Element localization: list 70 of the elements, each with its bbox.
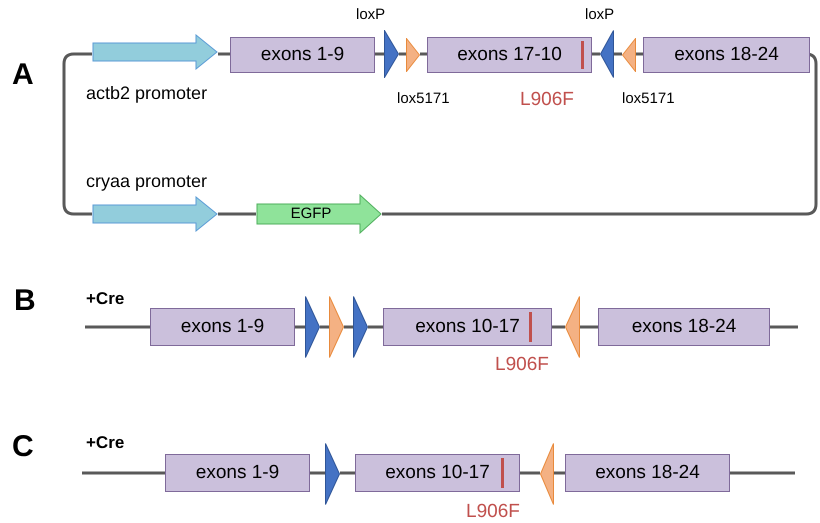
mutation-label: L906F [495,353,549,377]
exon-box [165,454,310,492]
exon-box [427,37,592,73]
dna-line [399,52,406,56]
lox5171-triangle [406,38,420,72]
dna-line [218,52,230,56]
dna-line [218,212,256,216]
feature-label: cryaa promoter [86,170,208,193]
gene-arrow [256,194,382,234]
dna-line [636,52,643,56]
dna-line [295,326,305,328]
lox5171-triangle [329,296,344,358]
exon-box [355,454,520,492]
feature-label: lox5171 [622,89,675,109]
dna-line [592,52,600,56]
dna-line [82,472,165,474]
exon-label: exons 18-24 [632,314,736,339]
exon-label: exons 1-9 [180,314,264,339]
dna-line [85,326,150,328]
feature-label: loxP [585,5,614,25]
mutation-label: L906F [520,88,574,112]
lox5171-triangle [565,296,580,358]
exon-label: exons 18-24 [595,460,700,485]
panel-letter: B [14,283,36,319]
lox5171-triangle [540,443,554,505]
promoter-arrow [92,196,218,232]
dna-line [62,52,92,216]
dna-line [320,326,329,328]
feature-label: actb2 promoter [86,82,208,105]
dna-line [554,472,565,474]
exon-box [565,454,730,492]
dna-line [368,326,383,328]
gene-label: EGFP [290,204,332,224]
exon-box [230,37,375,73]
loxp-triangle [305,296,320,358]
dna-line [420,52,427,56]
exon-label: exons 10-17 [385,460,490,485]
dna-line [344,326,353,328]
exon-box [643,37,810,73]
exon-box [598,308,770,346]
exon-label: exons 10-17 [415,314,520,339]
dna-line [520,472,540,474]
feature-label: lox5171 [397,89,450,109]
mutation-label: L906F [466,500,520,523]
exon-box [383,308,552,346]
dna-line [614,52,622,56]
dna-line [310,472,325,474]
loxp-triangle [384,30,399,78]
lox5171-triangle [622,38,636,72]
dna-line [580,326,598,328]
dna-line [552,326,565,328]
dna-line [382,52,818,216]
dna-line [375,52,384,56]
feature-label: loxP [356,5,386,25]
panel-letter: A [12,57,34,93]
promoter-arrow [92,34,218,70]
loxp-triangle [325,443,340,505]
exon-label: exons 17-10 [457,42,562,67]
exon-box [150,308,295,346]
dna-line [730,472,795,474]
condition-label: +Cre [86,432,124,454]
condition-label: +Cre [86,288,124,310]
exon-label: exons 18-24 [674,42,779,67]
loxp-triangle [600,30,614,78]
exon-label: exons 1-9 [196,460,280,485]
exon-label: exons 1-9 [260,42,344,67]
dna-line [770,326,798,328]
loxp-triangle [353,296,368,358]
dna-line [340,472,355,474]
panel-letter: C [12,429,34,465]
